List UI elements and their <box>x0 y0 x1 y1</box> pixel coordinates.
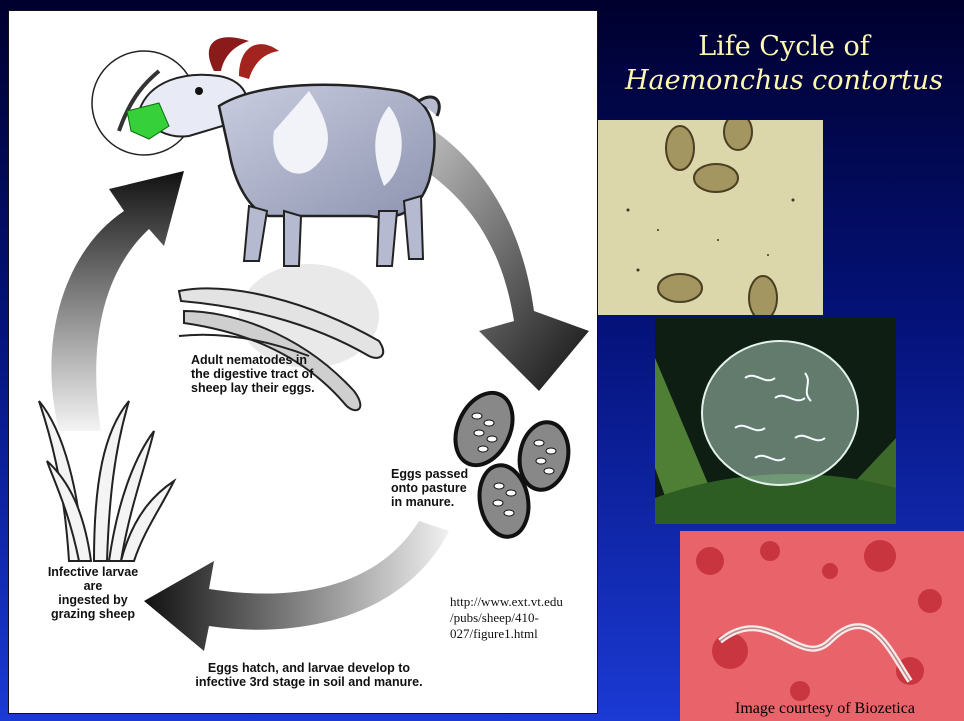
photo-eggs-micrograph <box>598 120 823 315</box>
source-url: http://www.ext.vt.edu /pubs/sheep/410- 0… <box>450 594 600 642</box>
larvae-droplet-art <box>655 318 896 524</box>
larva-red-art <box>680 531 964 721</box>
cycle-arrow-bottom <box>144 521 449 651</box>
title-line-1: Life Cycle of <box>604 30 964 64</box>
photo-larva-red <box>680 531 964 721</box>
caption-larvae-ingested: Infective larvae are ingested by grazing… <box>13 565 173 621</box>
slide-title: Life Cycle of Haemonchus contortus <box>604 30 964 98</box>
photo-larvae-droplet <box>655 318 896 524</box>
caption-eggs-hatch: Eggs hatch, and larvae develop to infect… <box>159 661 459 689</box>
image-credit: Image courtesy of Biozetica <box>690 700 960 718</box>
caption-adult-nematodes: Adult nematodes in the digestive tract o… <box>191 353 401 395</box>
cycle-arrow-left <box>51 171 184 431</box>
eggs-micrograph-art <box>598 120 823 315</box>
caption-eggs-passed: Eggs passed onto pasture in manure. <box>391 467 501 509</box>
egg-cluster <box>444 384 573 541</box>
title-line-2: Haemonchus contortus <box>604 64 964 98</box>
life-cycle-diagram: Adult nematodes in the digestive tract o… <box>8 10 598 714</box>
